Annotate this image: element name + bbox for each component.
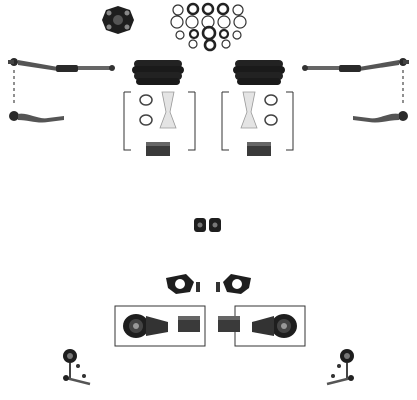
right-adjusting-sleeve [339,65,361,72]
left-outer-tie-rod-end [8,58,58,71]
stabilizer-bushings [194,218,221,232]
flex-coupling-disc [102,6,134,34]
right-inner-rod [307,66,339,70]
left-bracket [166,274,200,294]
right-rack-boot-kit [221,60,294,156]
right-mounting-block [247,142,271,156]
control-arm-bushing-brackets [166,274,251,294]
left-grease-packet [159,91,177,129]
left-inner-rod [78,66,110,70]
right-bushing [252,314,297,338]
left-bushing-mount-block [178,316,200,332]
right-bellows-boot [233,60,285,85]
right-control-arm-bushing-kit [218,305,306,347]
left-rack-boot-kit [123,60,196,156]
left-mounting-block [146,142,170,156]
right-grease-packet [240,91,258,129]
left-adjusting-sleeve [56,65,78,72]
left-lower-tie-rod-end [9,111,64,123]
right-lower-tie-rod-end [353,111,408,123]
left-tie-rod-assembly [8,58,115,123]
steering-rack-seal-kit [170,2,247,52]
left-bushing [123,314,168,338]
right-tie-rod-assembly [302,58,409,123]
right-boot-clamps [264,94,278,126]
right-sway-bar-link [326,349,354,386]
left-sway-bar-link [63,349,91,386]
right-outer-tie-rod-end [359,58,409,71]
right-bracket [216,274,251,294]
right-bushing-mount-block [218,316,240,332]
left-boot-clamps [139,94,153,126]
left-control-arm-bushing-kit [114,305,206,347]
left-bellows-boot [132,60,184,85]
